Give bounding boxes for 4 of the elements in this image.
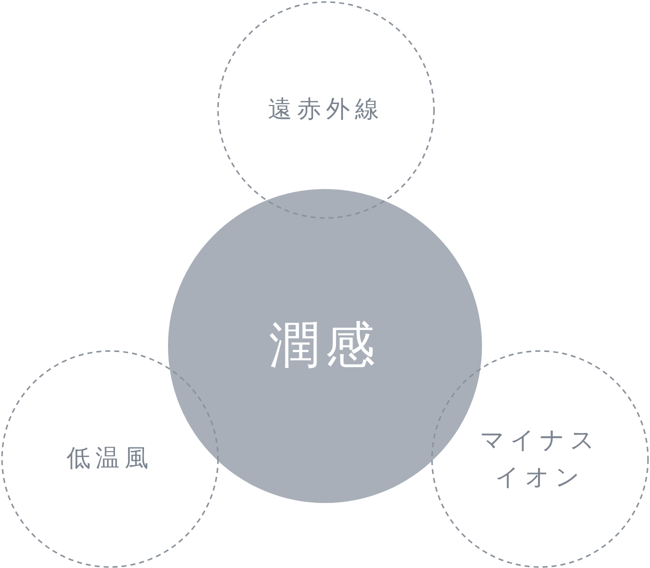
circle-label: 潤感 (269, 315, 381, 376)
circle-label: 低温風 (66, 443, 154, 474)
circle-label: 遠赤外線 (268, 94, 384, 126)
circle-label: マイナスイオン (479, 424, 601, 493)
